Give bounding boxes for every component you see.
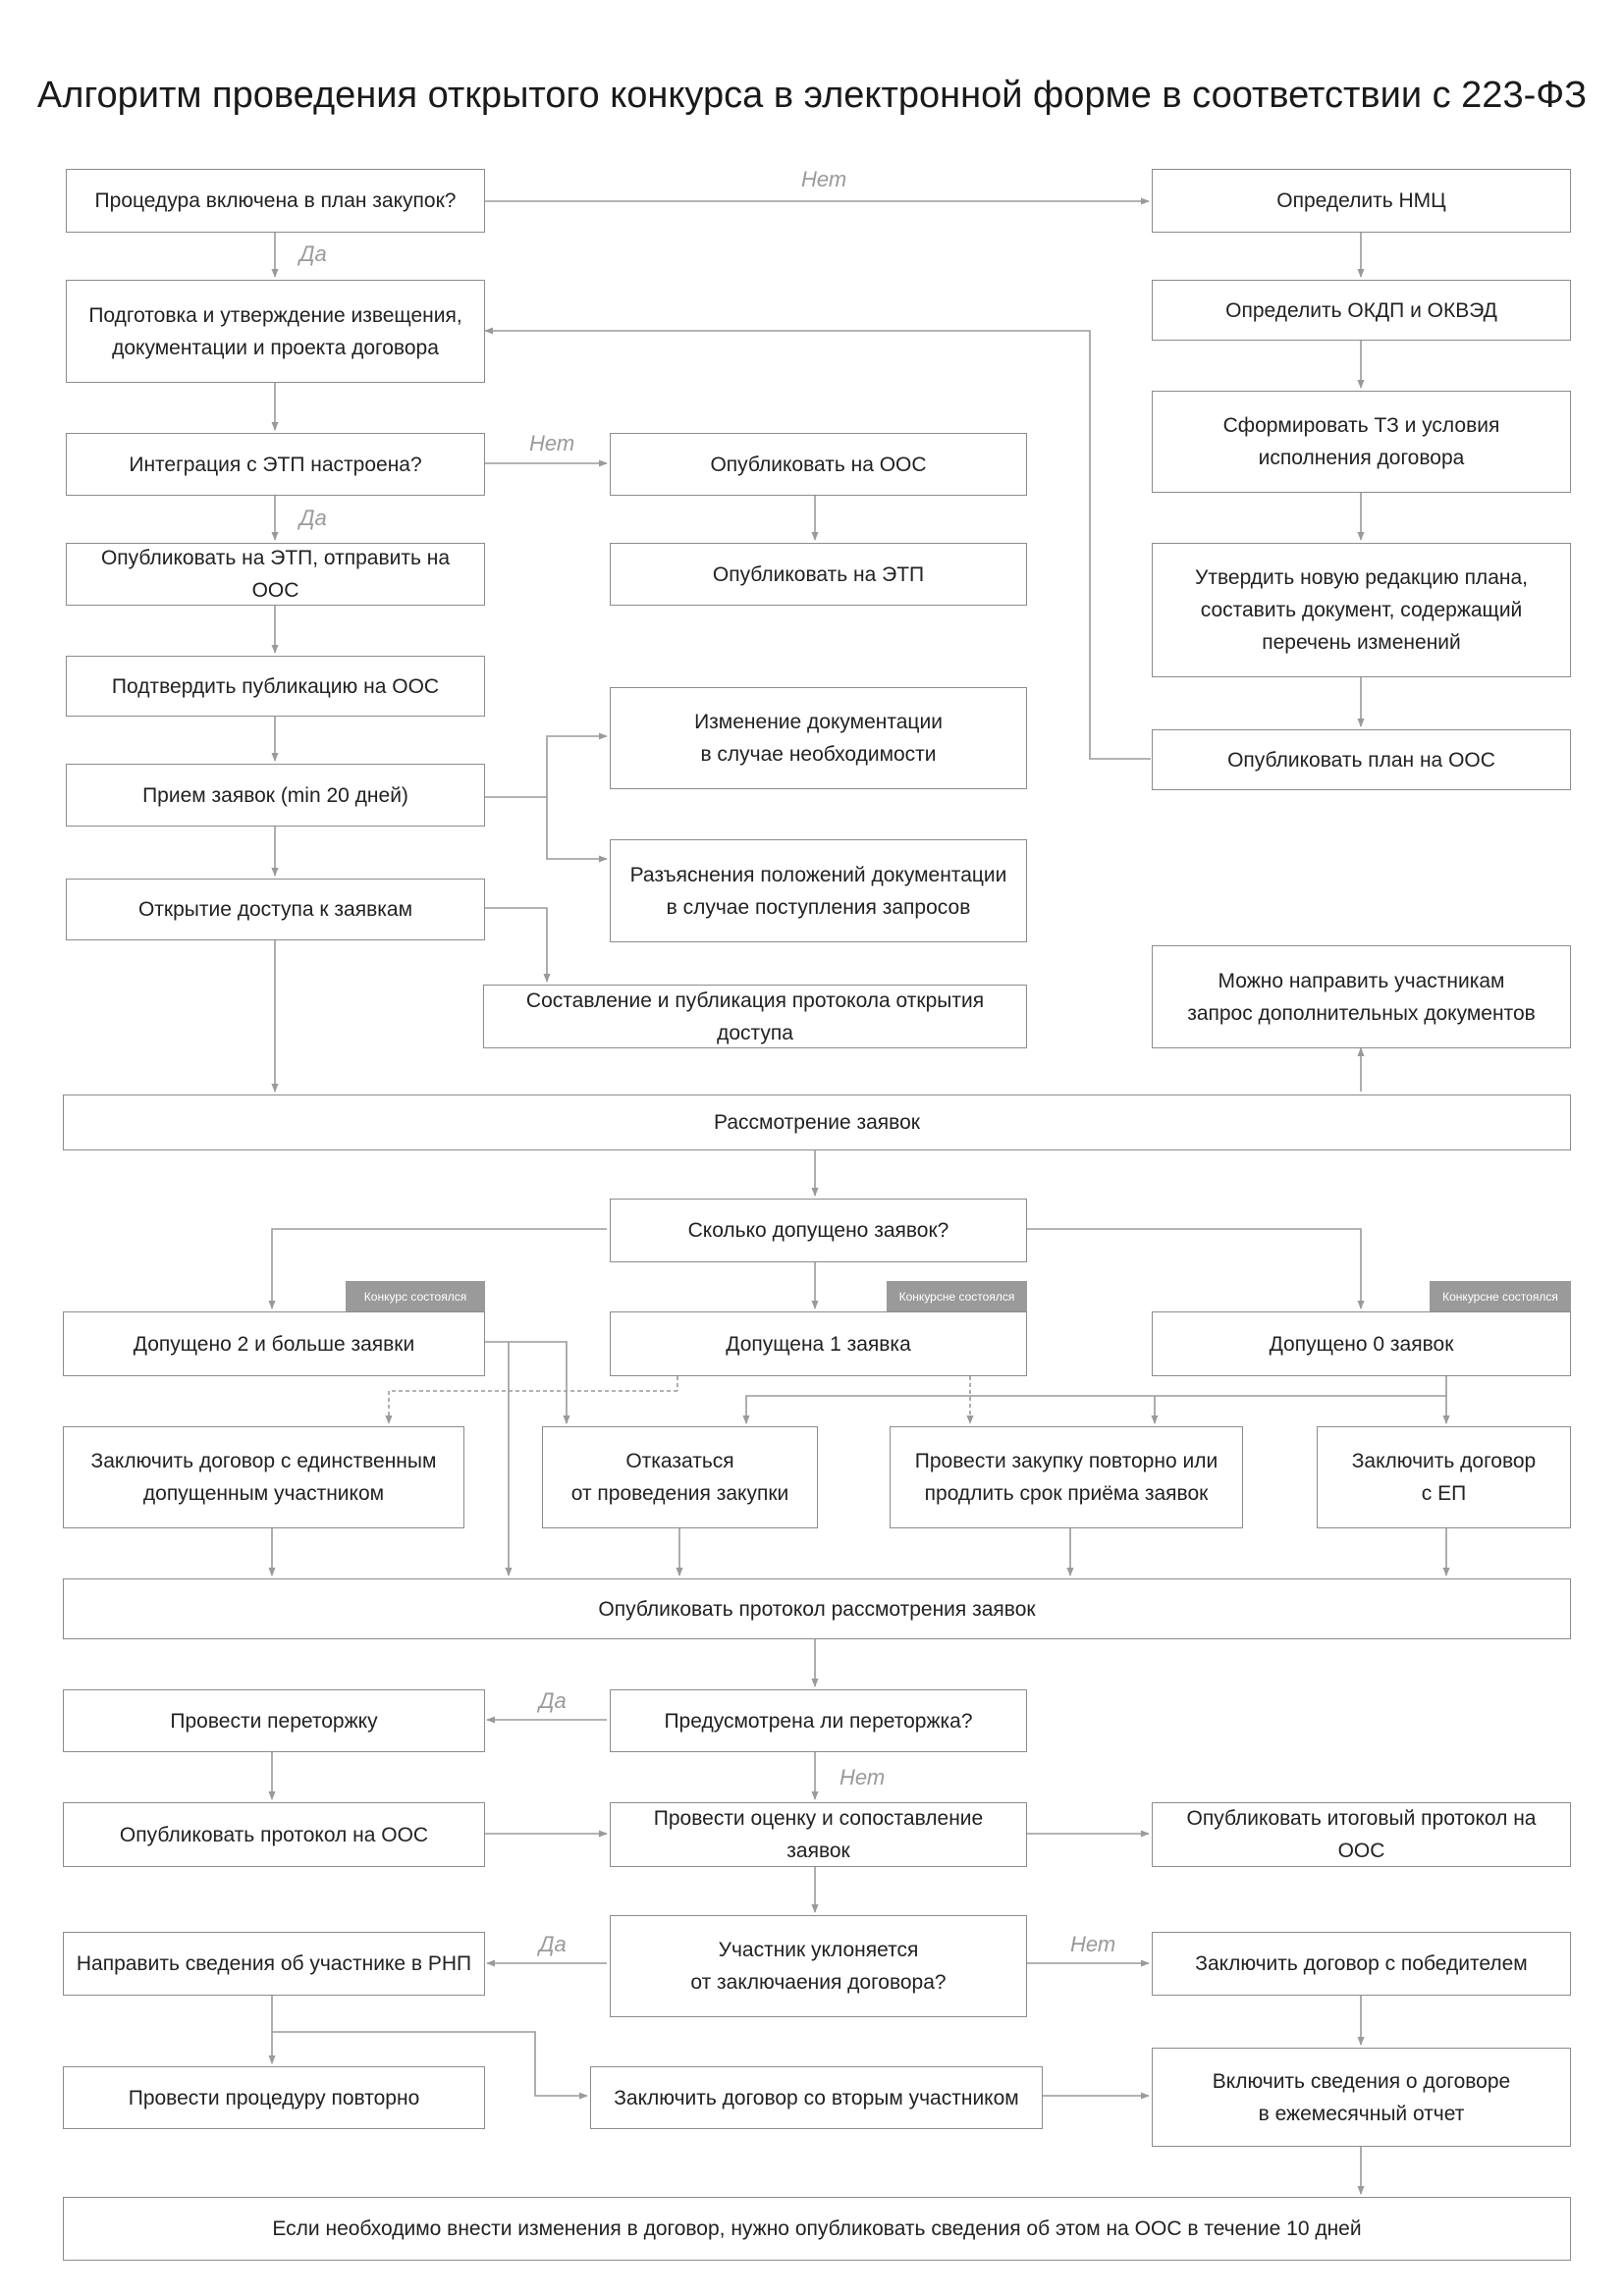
edge-one-to-contract-single (385, 1390, 677, 1424)
node-send-rnp: Направить сведения об участнике в РНП (63, 1932, 485, 1996)
node-publish-final: Опубликовать итоговый протокол на ООС (1152, 1802, 1571, 1867)
node-evaluate: Провести оценку и сопоставление заявок (610, 1802, 1027, 1867)
status-tag-held: Конкурс состоялся (346, 1281, 485, 1311)
node-contract-second: Заключить договор со вторым участником (590, 2066, 1043, 2129)
node-open-protocol: Составление и публикация протокола откры… (483, 985, 1027, 1048)
edge-rnp-to-second (272, 2031, 588, 2100)
edge-two-to-refuse (485, 1341, 570, 1424)
node-contract-ep: Заключить договор с ЕП (1317, 1426, 1571, 1528)
edge-label-yes: Да (299, 241, 327, 266)
status-tag-not-held: Конкурсне состоялся (1430, 1281, 1571, 1311)
node-prepare: Подготовка и утверждение извещения, доку… (66, 280, 485, 383)
node-review: Рассмотрение заявок (63, 1095, 1571, 1150)
node-publish-review-protocol: Опубликовать протокол рассмотрения заяво… (63, 1578, 1571, 1639)
node-integration-check: Интеграция с ЭТП настроена? (66, 433, 485, 496)
node-plan-check: Процедура включена в план закупок? (66, 169, 485, 233)
edge-label-yes: Да (539, 1932, 567, 1956)
edge-label-no: Нет (801, 167, 847, 191)
node-determine-nmc: Определить НМЦ (1152, 169, 1571, 233)
node-clarification: Разъяснения положений документации в слу… (610, 839, 1027, 942)
node-zero-bids: Допущено 0 заявок (1152, 1311, 1571, 1376)
node-repeat-procedure: Провести процедуру повторно (63, 2066, 485, 2129)
edge-howmany-to-two (268, 1228, 607, 1309)
node-how-many: Сколько допущено заявок? (610, 1199, 1027, 1262)
node-evade-check: Участник уклоняется от заключаения догов… (610, 1915, 1027, 2017)
node-receive-bids: Прием заявок (min 20 дней) (66, 764, 485, 827)
node-one-bid: Допущена 1 заявка (610, 1311, 1027, 1376)
node-doc-change: Изменение документации в случае необходи… (610, 687, 1027, 789)
edge-receive-to-docchange (485, 732, 608, 798)
edge-publishplan-to-prepare (484, 327, 1151, 760)
node-contract-single: Заключить договор с единственным допущен… (63, 1426, 464, 1528)
node-confirm-oos: Подтвердить публикацию на ООС (66, 656, 485, 717)
edge-zero-to-refuse (742, 1376, 1447, 1424)
edge-open-to-protocol (485, 907, 551, 983)
edge-receive-to-clarification (546, 797, 608, 863)
node-rebid-check: Предусмотрена ли переторжка? (610, 1689, 1027, 1752)
edge-label-no: Нет (529, 431, 575, 455)
node-two-or-more: Допущено 2 и больше заявки (63, 1311, 485, 1376)
node-determine-okdp: Определить ОКДП и ОКВЭД (1152, 280, 1571, 341)
edge-howmany-to-zero (1025, 1228, 1365, 1309)
edge-label-no: Нет (839, 1765, 886, 1789)
node-open-access: Открытие доступа к заявкам (66, 879, 485, 940)
node-refuse: Отказаться от проведения закупки (542, 1426, 818, 1528)
node-publish-etp: Опубликовать на ЭТП (610, 543, 1027, 606)
edge-label-no: Нет (1070, 1932, 1116, 1956)
node-monthly-report: Включить сведения о договоре в ежемесячн… (1152, 2048, 1571, 2147)
node-contract-winner: Заключить договор с победителем (1152, 1932, 1571, 1996)
node-publish-oos: Опубликовать на ООС (610, 433, 1027, 496)
node-approve-plan: Утвердить новую редакцию плана, составит… (1152, 543, 1571, 677)
node-repeat-or-extend: Провести закупку повторно или продлить с… (890, 1426, 1243, 1528)
node-final-note: Если необходимо внести изменения в догов… (63, 2197, 1571, 2261)
node-publish-protocol-oos: Опубликовать протокол на ООС (63, 1802, 485, 1867)
node-request-docs: Можно направить участникам запрос дополн… (1152, 945, 1571, 1048)
status-tag-not-held: Конкурсне состоялся (887, 1281, 1027, 1311)
node-publish-plan: Опубликовать план на ООС (1152, 729, 1571, 790)
node-form-tz: Сформировать ТЗ и условия исполнения дог… (1152, 391, 1571, 493)
node-publish-etp-send-oos: Опубликовать на ЭТП, отправить на ООС (66, 543, 485, 606)
node-do-rebid: Провести переторжку (63, 1689, 485, 1752)
edge-label-yes: Да (539, 1688, 567, 1713)
edge-label-yes: Да (299, 506, 327, 530)
page-title: Алгоритм проведения открытого конкурса в… (36, 75, 1588, 116)
